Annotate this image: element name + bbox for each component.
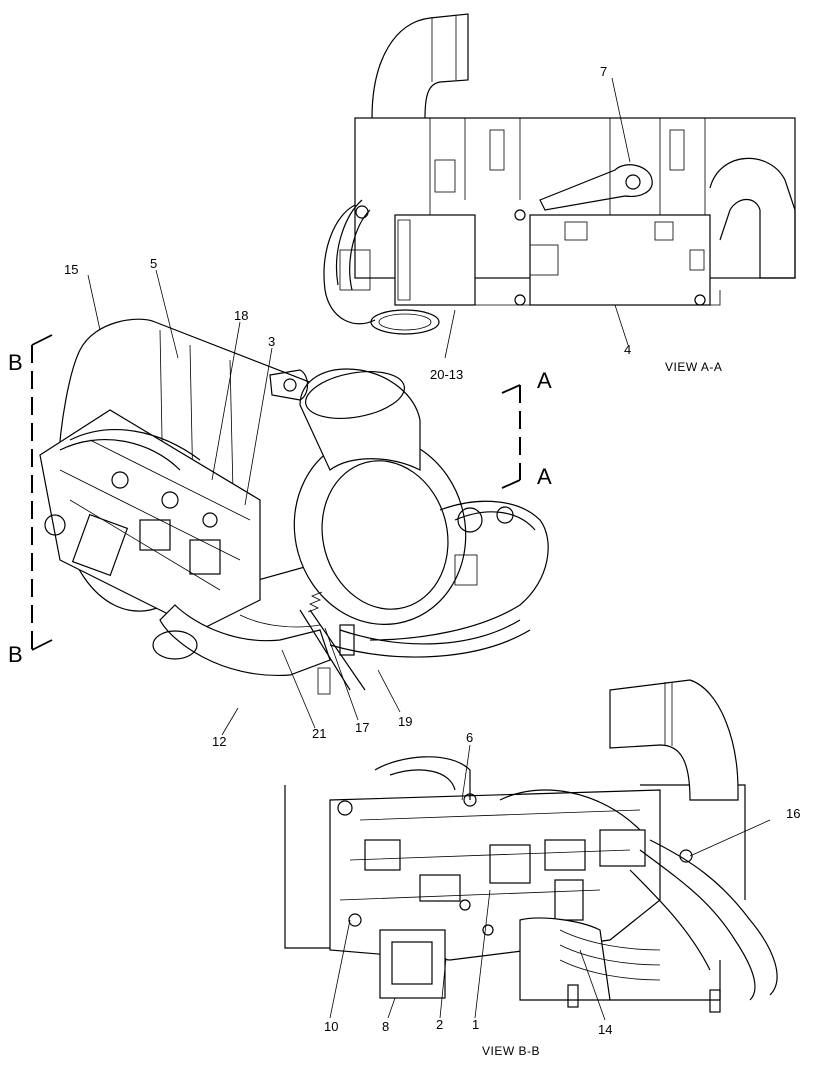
callout-8: 8: [382, 1019, 389, 1034]
callout-17: 17: [355, 720, 369, 735]
section-a-top: A: [537, 368, 552, 393]
callout-2: 2: [436, 1017, 443, 1032]
callout-15: 15: [64, 262, 78, 277]
callout-7: 7: [600, 64, 607, 79]
view-aa-drawing: [323, 13, 796, 335]
callout-14: 14: [598, 1022, 612, 1037]
section-markers: [31, 334, 521, 651]
section-a-bottom: A: [537, 464, 552, 489]
callout-6: 6: [466, 730, 473, 745]
leader-lines: [87, 77, 771, 1021]
view-aa-title: VIEW A-A: [665, 360, 722, 374]
callout-12: 12: [212, 734, 226, 749]
section-b-bottom: B: [8, 642, 23, 667]
callout-1: 1: [472, 1017, 479, 1032]
callout-4: 4: [624, 342, 631, 357]
section-b-top: B: [8, 350, 23, 375]
callout-21: 21: [312, 726, 326, 741]
view-bb-title: VIEW B-B: [482, 1044, 540, 1058]
callout-16: 16: [786, 806, 800, 821]
callout-18: 18: [234, 308, 248, 323]
view-bb-drawing: [284, 679, 778, 1013]
view-titles: VIEW A-A VIEW B-B B B A A: [8, 350, 722, 1058]
callout-10: 10: [324, 1019, 338, 1034]
callout-19: 19: [398, 714, 412, 729]
callout-5: 5: [150, 256, 157, 271]
callout-labels: 7 20-13 4 15 5 18 3 12 21 17 19 6 16 10 …: [64, 64, 800, 1037]
callout-3: 3: [268, 334, 275, 349]
callout-20-13: 20-13: [430, 367, 463, 382]
main-assembly-drawing: [39, 318, 549, 695]
